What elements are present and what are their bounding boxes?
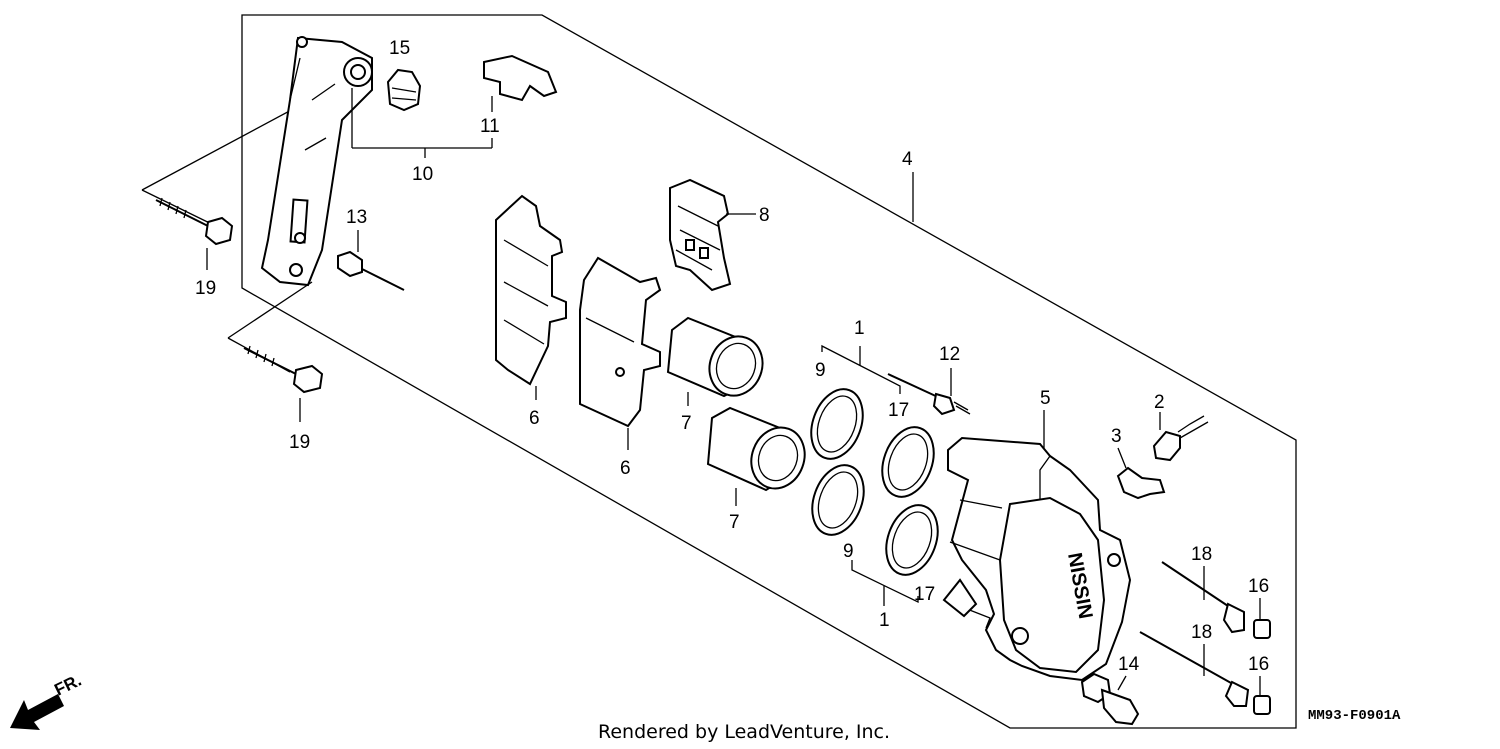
part-label-18: 18: [1191, 544, 1212, 565]
part-label-19: 19: [195, 278, 216, 299]
seal-9-upper: [810, 388, 864, 460]
bolt-19-lower: [243, 345, 324, 394]
part-8-pad-spring: [669, 178, 732, 292]
leader-10: [351, 88, 493, 158]
part-label-1: 1: [854, 318, 865, 339]
part-7-piston-lower: [706, 406, 806, 492]
assembly-boundary: [241, 14, 1297, 729]
seal-17-upper: [881, 426, 935, 498]
part-label-14: 14: [1118, 654, 1140, 675]
part-label-17: 17: [888, 400, 909, 421]
part-18-pin-upper: [1161, 561, 1245, 634]
diagram-code: MM93-F0901A: [1308, 708, 1401, 724]
leader-1: [821, 344, 919, 606]
part-12-bolt: [887, 373, 971, 416]
part-label-11: 11: [480, 116, 500, 137]
credit-text: Rendered by LeadVenture, Inc.: [598, 721, 890, 743]
caliper-body: [942, 436, 1132, 682]
part-label-15: 15: [389, 38, 410, 59]
part-label-6: 6: [529, 408, 540, 429]
part-16-plug-upper: [1253, 619, 1271, 639]
part-label-8: 8: [759, 205, 770, 226]
part-18-pin-lower: [1139, 631, 1250, 707]
bolt-19-upper: [155, 197, 234, 246]
part-label-4: 4: [902, 149, 913, 170]
part-label-5: 5: [1040, 388, 1051, 409]
part-label-13: 13: [346, 207, 367, 228]
label-leader-ticks: [206, 213, 1261, 696]
part-label-12: 12: [939, 344, 960, 365]
part-label-18: 18: [1191, 622, 1212, 643]
part-label-9: 9: [843, 541, 854, 562]
part-label-16: 16: [1248, 576, 1269, 597]
part-label-19: 19: [289, 432, 310, 453]
part-6-pad-rear: [579, 256, 662, 428]
part-11-retainer: [483, 54, 558, 102]
front-direction-indicator: FR.: [10, 671, 84, 730]
part-16-plug-lower: [1253, 695, 1271, 715]
part-2-bleeder-screw: [1152, 415, 1209, 462]
part-15-boot: [386, 68, 422, 112]
part-3-bleeder-cap: [1116, 466, 1166, 500]
part-labels: 1 1 2 3 4 5 6 6 7 7 8 9 9 10 11 12 13 14…: [195, 38, 1269, 675]
part-label-2: 2: [1154, 392, 1165, 413]
part-label-7: 7: [681, 413, 692, 434]
part-label-6: 6: [620, 458, 631, 479]
part-label-17: 17: [914, 584, 935, 605]
part-label-3: 3: [1111, 426, 1122, 447]
caliper-bracket: [260, 36, 373, 287]
seal-17-lower: [885, 504, 939, 576]
part-label-9: 9: [815, 360, 826, 381]
part-label-7: 7: [729, 512, 740, 533]
front-arrow-icon: [10, 694, 64, 730]
part-14-pin-bolt: [1080, 672, 1140, 726]
part-label-10: 10: [412, 164, 433, 185]
seal-9-lower: [811, 464, 865, 536]
part-13-pin: [337, 250, 405, 291]
part-7-piston-upper: [666, 316, 764, 398]
part-label-16: 16: [1248, 654, 1269, 675]
part-6-pad-front: [495, 194, 567, 386]
part-label-1: 1: [879, 610, 890, 631]
